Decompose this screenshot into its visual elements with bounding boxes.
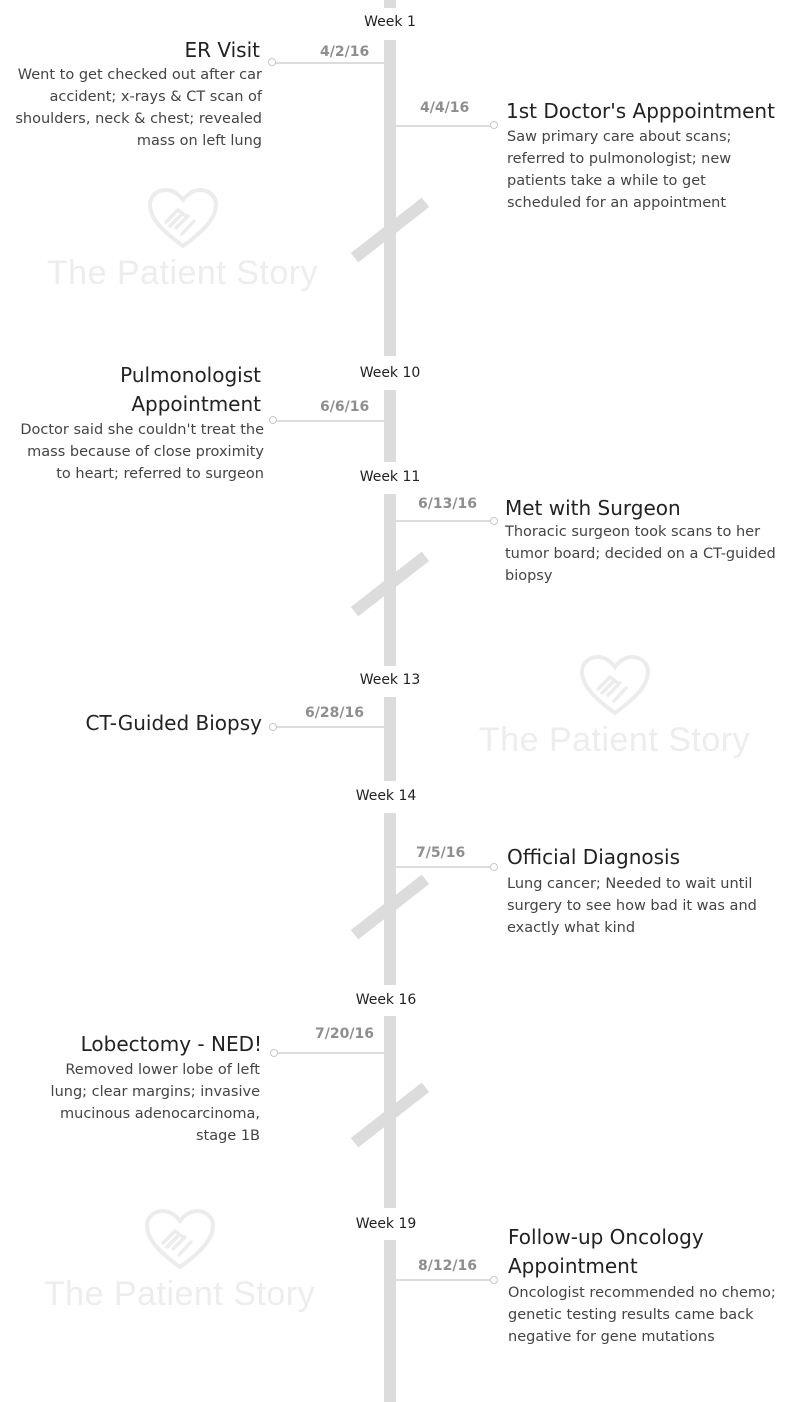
event-title: Met with Surgeon: [505, 496, 681, 520]
watermark-text: The Patient Story: [46, 254, 319, 292]
event-dot: [269, 723, 277, 731]
watermark: The Patient Story: [462, 655, 767, 760]
watermark-text: The Patient Story: [43, 1275, 316, 1313]
event-connector: [276, 1052, 384, 1054]
event-description: Saw primary care about scans; referred t…: [507, 129, 732, 211]
event-description: Removed lower lobe of left lung; clear m…: [50, 1062, 260, 1144]
week-label: Week 16: [355, 992, 417, 1008]
event-date: 8/12/16: [418, 1258, 477, 1274]
event-connector: [396, 520, 492, 522]
event-title: Pulmonologist Appointment: [120, 363, 261, 416]
event-dot: [490, 1276, 498, 1284]
week-label: Week 19: [355, 1216, 417, 1232]
event-title: Official Diagnosis: [507, 845, 681, 869]
event-date: 6/6/16: [320, 399, 370, 415]
heart-handshake-icon: [579, 655, 650, 716]
event-connector: [276, 726, 384, 728]
event-date: 4/4/16: [420, 100, 470, 116]
event-title: ER Visit: [184, 38, 260, 62]
event-dot: [490, 863, 498, 871]
event-title: 1st Doctor's Apppointment: [506, 99, 775, 123]
event-title: Lobectomy - NED!: [80, 1032, 262, 1056]
event-connector: [396, 1279, 492, 1281]
watermark: The Patient Story: [27, 1209, 332, 1314]
week-label: Week 1: [364, 14, 416, 30]
event-connector: [396, 866, 492, 868]
timeline-spine-segment: [384, 1240, 396, 1402]
event-description: Doctor said she couldn't treat the mass …: [20, 422, 264, 482]
timeline-spine-segment: [384, 697, 396, 781]
event-description: Went to get checked out after car accide…: [15, 67, 262, 149]
event-dot: [490, 121, 498, 129]
event-dot: [269, 416, 277, 424]
event-date: 7/20/16: [315, 1026, 374, 1042]
event-connector: [274, 62, 384, 64]
event-date: 4/2/16: [320, 44, 370, 60]
event-date: 7/5/16: [416, 845, 466, 861]
week-label: Week 13: [359, 672, 421, 688]
event-dot: [270, 1049, 278, 1057]
event-dot: [490, 517, 498, 525]
event-date: 6/28/16: [305, 705, 364, 721]
heart-handshake-icon: [147, 188, 218, 249]
event-dot: [268, 58, 276, 66]
event-description: Thoracic surgeon took scans to her tumor…: [505, 524, 776, 584]
week-label: Week 10: [359, 365, 421, 381]
event-connector: [396, 125, 492, 127]
event-connector: [276, 420, 384, 422]
timeline-spine-segment: [384, 0, 396, 8]
event-title: Follow-up Oncology Appointment: [508, 1225, 704, 1278]
event-title: CT-Guided Biopsy: [85, 711, 262, 735]
timeline-spine-segment: [384, 390, 396, 462]
watermark: The Patient Story: [30, 188, 335, 293]
event-date: 6/13/16: [418, 496, 477, 512]
week-label: Week 14: [355, 788, 417, 804]
watermark-text: The Patient Story: [478, 721, 751, 759]
event-description: Lung cancer; Needed to wait until surger…: [507, 876, 757, 936]
event-description: Oncologist recommended no chemo; genetic…: [508, 1285, 776, 1345]
heart-handshake-icon: [144, 1209, 215, 1270]
week-label: Week 11: [359, 469, 421, 485]
timeline-spine-segment: [384, 40, 396, 356]
